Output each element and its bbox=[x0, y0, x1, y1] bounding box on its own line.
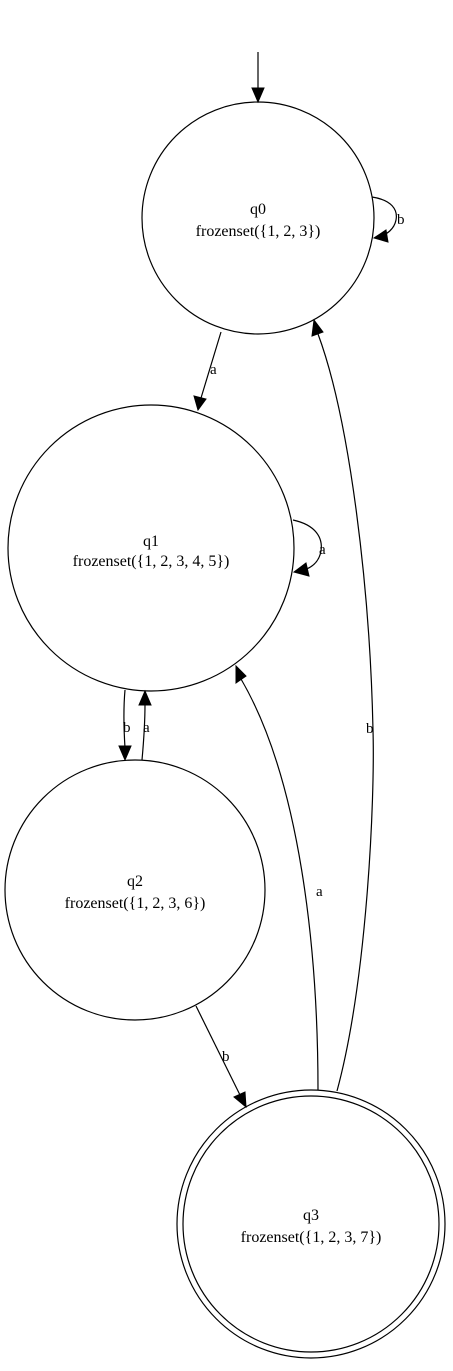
transition-q1-q2-label: b bbox=[123, 720, 131, 736]
transition-q2-q1-label: a bbox=[143, 720, 150, 736]
state-q1-set-label: frozenset({1, 2, 3, 4, 5}) bbox=[73, 553, 230, 570]
transition-q2-q3: b bbox=[195, 1005, 247, 1109]
state-q2: q2 frozenset({1, 2, 3, 6}) bbox=[4, 759, 266, 1021]
state-q0-circle bbox=[141, 101, 375, 335]
transition-q0-q1-label: a bbox=[210, 362, 217, 378]
transition-q2-q1: a bbox=[138, 689, 152, 761]
state-q2-circle bbox=[4, 759, 266, 1021]
state-q3: q3 frozenset({1, 2, 3, 7}) bbox=[176, 1089, 446, 1359]
transition-q1-q1-label: a bbox=[319, 542, 326, 558]
state-q3-inner-circle bbox=[182, 1095, 440, 1353]
state-q1: q1 frozenset({1, 2, 3, 4, 5}) bbox=[7, 404, 295, 692]
state-q0-set-label: frozenset({1, 2, 3}) bbox=[196, 223, 321, 240]
transition-q0-q0-label: b bbox=[397, 212, 405, 228]
state-q3-set-label: frozenset({1, 2, 3, 7}) bbox=[241, 1229, 382, 1246]
state-q0: q0 frozenset({1, 2, 3}) bbox=[141, 101, 375, 335]
state-q2-set-label: frozenset({1, 2, 3, 6}) bbox=[65, 895, 206, 912]
state-q0-name: q0 bbox=[250, 201, 266, 218]
transition-q2-q3-label: b bbox=[222, 1049, 230, 1065]
state-q2-name: q2 bbox=[127, 873, 143, 890]
state-q3-name: q3 bbox=[303, 1207, 319, 1224]
state-q1-circle bbox=[7, 404, 295, 692]
state-q1-name: q1 bbox=[143, 533, 159, 550]
transition-q1-q2: b bbox=[118, 689, 132, 762]
transition-q3-q1: a bbox=[235, 664, 323, 1091]
transition-q0-q1: a bbox=[193, 331, 222, 412]
transition-q1-q1: a bbox=[292, 519, 326, 577]
transition-q3-q0: b bbox=[311, 318, 374, 1092]
transition-q3-q1-label: a bbox=[316, 884, 323, 900]
transition-q3-q0-label: b bbox=[366, 721, 374, 737]
state-q3-outer-circle bbox=[176, 1089, 446, 1359]
transition-q0-q0: b bbox=[371, 196, 405, 243]
initial-arrow bbox=[251, 52, 265, 104]
